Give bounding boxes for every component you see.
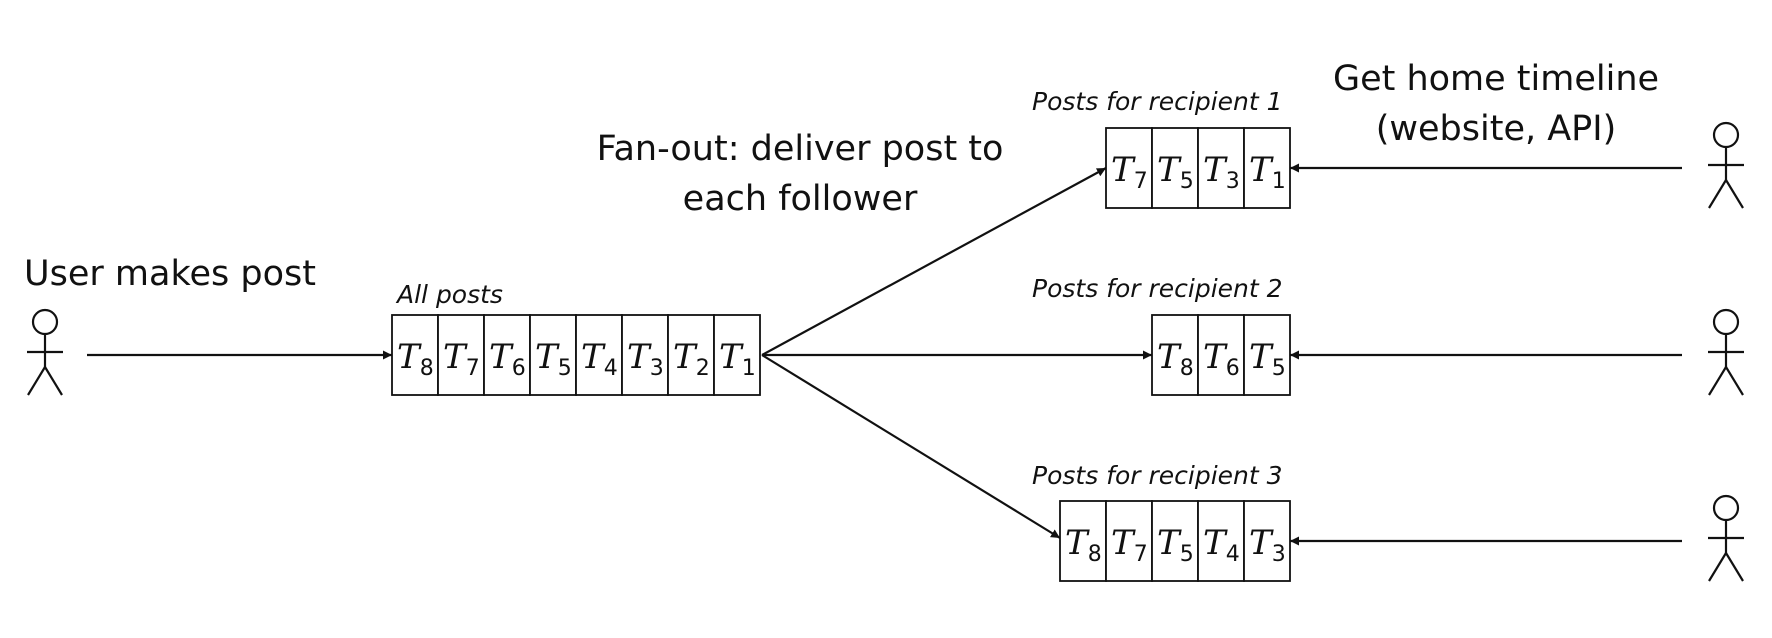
post-cell: T4 [575, 314, 623, 396]
recipient-3-actor-icon [1708, 494, 1744, 582]
post-id-subscript: 4 [604, 356, 618, 381]
post-cell: T3 [1243, 500, 1291, 582]
post-id-label: T1 [1249, 150, 1286, 194]
post-id-subscript: 5 [1272, 356, 1286, 381]
get-timeline-label-line1: Get home timeline [1333, 59, 1659, 99]
post-cell: T7 [437, 314, 485, 396]
post-id-label: T4 [581, 337, 618, 381]
post-cell: T3 [1197, 127, 1245, 209]
post-cell: T5 [1151, 127, 1199, 209]
recipient-2-label: Posts for recipient 2 [1032, 274, 1283, 303]
post-id-subscript: 3 [1226, 169, 1240, 194]
recipient-1-actor-icon [1708, 121, 1744, 209]
post-id-subscript: 7 [1134, 169, 1148, 194]
post-id-subscript: 6 [512, 356, 526, 381]
fan-out-label-line2: each follower [683, 179, 918, 219]
post-id-subscript: 7 [466, 356, 480, 381]
post-cell: T8 [391, 314, 439, 396]
post-id-subscript: 1 [1272, 169, 1286, 194]
recipient-3-label: Posts for recipient 3 [1032, 461, 1283, 490]
post-cell: T7 [1105, 500, 1153, 582]
post-cell: T8 [1059, 500, 1107, 582]
post-id-subscript: 3 [650, 356, 664, 381]
post-cell: T4 [1197, 500, 1245, 582]
post-id-subscript: 5 [1180, 169, 1194, 194]
all-posts-label: All posts [395, 280, 503, 309]
post-id-subscript: 5 [558, 356, 572, 381]
post-id-subscript: 3 [1272, 542, 1286, 567]
recipient-2-actor-icon [1708, 308, 1744, 396]
post-cell: T6 [1197, 314, 1245, 396]
post-cell: T3 [621, 314, 669, 396]
fan-out-label-line1: Fan-out: deliver post to [597, 129, 1004, 169]
post-cell: T5 [1151, 500, 1199, 582]
post-id-subscript: 5 [1180, 542, 1194, 567]
post-id-subscript: 1 [742, 356, 756, 381]
post-cell: T6 [483, 314, 531, 396]
post-cell: T5 [529, 314, 577, 396]
user-makes-post-label: User makes post [24, 254, 316, 294]
post-id-subscript: 2 [696, 356, 710, 381]
post-cell: T1 [1243, 127, 1291, 209]
post-cell: T1 [713, 314, 761, 396]
post-cell: T8 [1151, 314, 1199, 396]
fan-out-arrow-recipient-1 [761, 167, 1107, 356]
post-id-subscript: 7 [1134, 542, 1148, 567]
post-cell: T5 [1243, 314, 1291, 396]
post-cell: T7 [1105, 127, 1153, 209]
post-id-label: T3 [1203, 150, 1240, 194]
post-id-subscript: 4 [1226, 542, 1240, 567]
get-timeline-label-line2: (website, API) [1376, 109, 1617, 149]
post-id-subscript: 8 [420, 356, 434, 381]
post-id-subscript: 8 [1088, 542, 1102, 567]
post-id-subscript: 8 [1180, 356, 1194, 381]
post-id-label: T8 [1065, 523, 1102, 567]
poster-actor-icon [27, 308, 63, 396]
fan-out-arrow-recipient-3 [761, 354, 1061, 539]
post-id-subscript: 6 [1226, 356, 1240, 381]
post-cell: T2 [667, 314, 715, 396]
recipient-1-label: Posts for recipient 1 [1032, 87, 1283, 116]
